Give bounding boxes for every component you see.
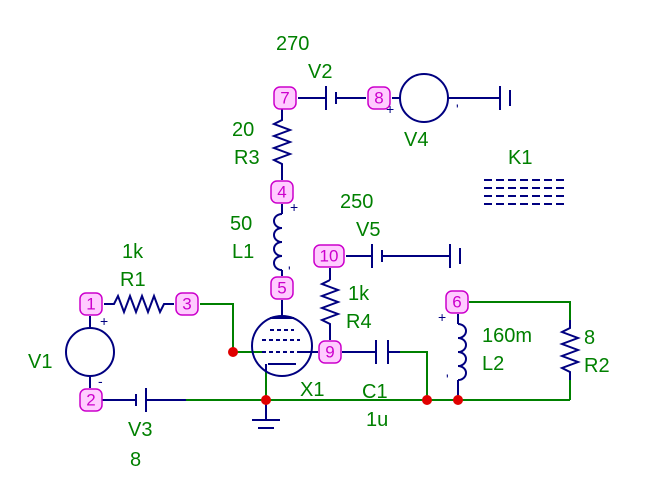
l1-plus-mark: + — [290, 199, 298, 215]
v1-source-circle — [65, 327, 115, 377]
v2-name: V2 — [308, 61, 332, 83]
v4-source-circle — [399, 73, 449, 123]
v1-plus-mark: + — [100, 313, 108, 329]
node-9: 9 — [318, 340, 342, 364]
svg-text:9: 9 — [325, 343, 334, 362]
components — [65, 73, 581, 429]
node-10: 10 — [313, 244, 345, 268]
r3-name: R3 — [234, 147, 260, 169]
r1-resistor — [104, 293, 174, 315]
v4-minus-mark: ' — [456, 101, 459, 117]
l2-value: 160m — [482, 325, 532, 347]
svg-text:4: 4 — [277, 183, 286, 202]
node-1: 1 — [79, 292, 103, 316]
l2-plus-mark: + — [438, 309, 446, 325]
r2-resistor — [559, 320, 581, 380]
l1-inductor — [273, 213, 283, 271]
junction-grid — [228, 347, 238, 357]
svg-text:5: 5 — [277, 279, 286, 298]
r1-name: R1 — [120, 269, 146, 291]
c1-name: C1 — [362, 381, 388, 403]
svg-text:1: 1 — [86, 295, 95, 314]
v3-name: V3 — [128, 419, 152, 441]
wire-r1-node3 — [200, 303, 234, 352]
svg-text:6: 6 — [452, 293, 461, 312]
junction-c1 — [422, 395, 432, 405]
node-4: 4 — [270, 180, 294, 204]
r4-resistor — [319, 279, 341, 340]
node-labels: 1 2 3 4 5 6 7 8 — [79, 86, 469, 412]
v4-name: V4 — [404, 129, 428, 151]
v4-plus-mark: + — [386, 101, 394, 117]
polarity-marks: + - + ' + ' + ' — [98, 101, 459, 389]
l1-name: L1 — [232, 241, 254, 263]
r4-name: R4 — [346, 311, 372, 333]
r1-value: 1k — [122, 241, 144, 263]
junction-l2 — [453, 395, 463, 405]
v3-value: 8 — [130, 449, 141, 471]
x1-name: X1 — [300, 379, 324, 401]
l2-inductor — [457, 323, 467, 381]
r4-value: 1k — [348, 283, 370, 305]
component-labels: 270 V2 V4 20 R3 50 L1 K1 250 V5 1k R1 1k… — [28, 33, 610, 471]
v1-name: V1 — [28, 351, 52, 373]
x1-tube-envelope — [251, 315, 313, 377]
v5-name: V5 — [356, 219, 380, 241]
r2-name: R2 — [584, 355, 610, 377]
wires — [186, 301, 571, 401]
r2-value: 8 — [584, 327, 595, 349]
svg-text:2: 2 — [86, 391, 95, 410]
node-3: 3 — [175, 292, 199, 316]
svg-text:3: 3 — [182, 295, 191, 314]
v1-minus-mark: - — [98, 373, 103, 389]
v2-value: 270 — [276, 33, 309, 55]
node-6: 6 — [445, 290, 469, 314]
junction-cathode — [261, 395, 271, 405]
k1-coupling-symbol — [484, 179, 568, 205]
wire-node6-r2 — [469, 301, 571, 320]
l2-minus-mark: ' — [446, 371, 449, 387]
svg-text:8: 8 — [374, 89, 383, 108]
l1-value: 50 — [230, 213, 252, 235]
node-7: 7 — [273, 86, 297, 110]
v5-value: 250 — [340, 191, 373, 213]
svg-text:7: 7 — [280, 89, 289, 108]
k1-name: K1 — [508, 147, 532, 169]
l1-minus-mark: ' — [288, 263, 291, 279]
node-5: 5 — [270, 276, 294, 300]
wire-c1-node — [400, 351, 428, 400]
junctions — [228, 347, 463, 405]
node-2: 2 — [79, 388, 103, 412]
r3-resistor — [271, 108, 293, 180]
l2-name: L2 — [482, 353, 504, 375]
svg-text:10: 10 — [320, 247, 339, 266]
node-8: 8 — [367, 86, 391, 110]
r3-value: 20 — [232, 119, 254, 141]
c1-value: 1u — [366, 409, 388, 431]
